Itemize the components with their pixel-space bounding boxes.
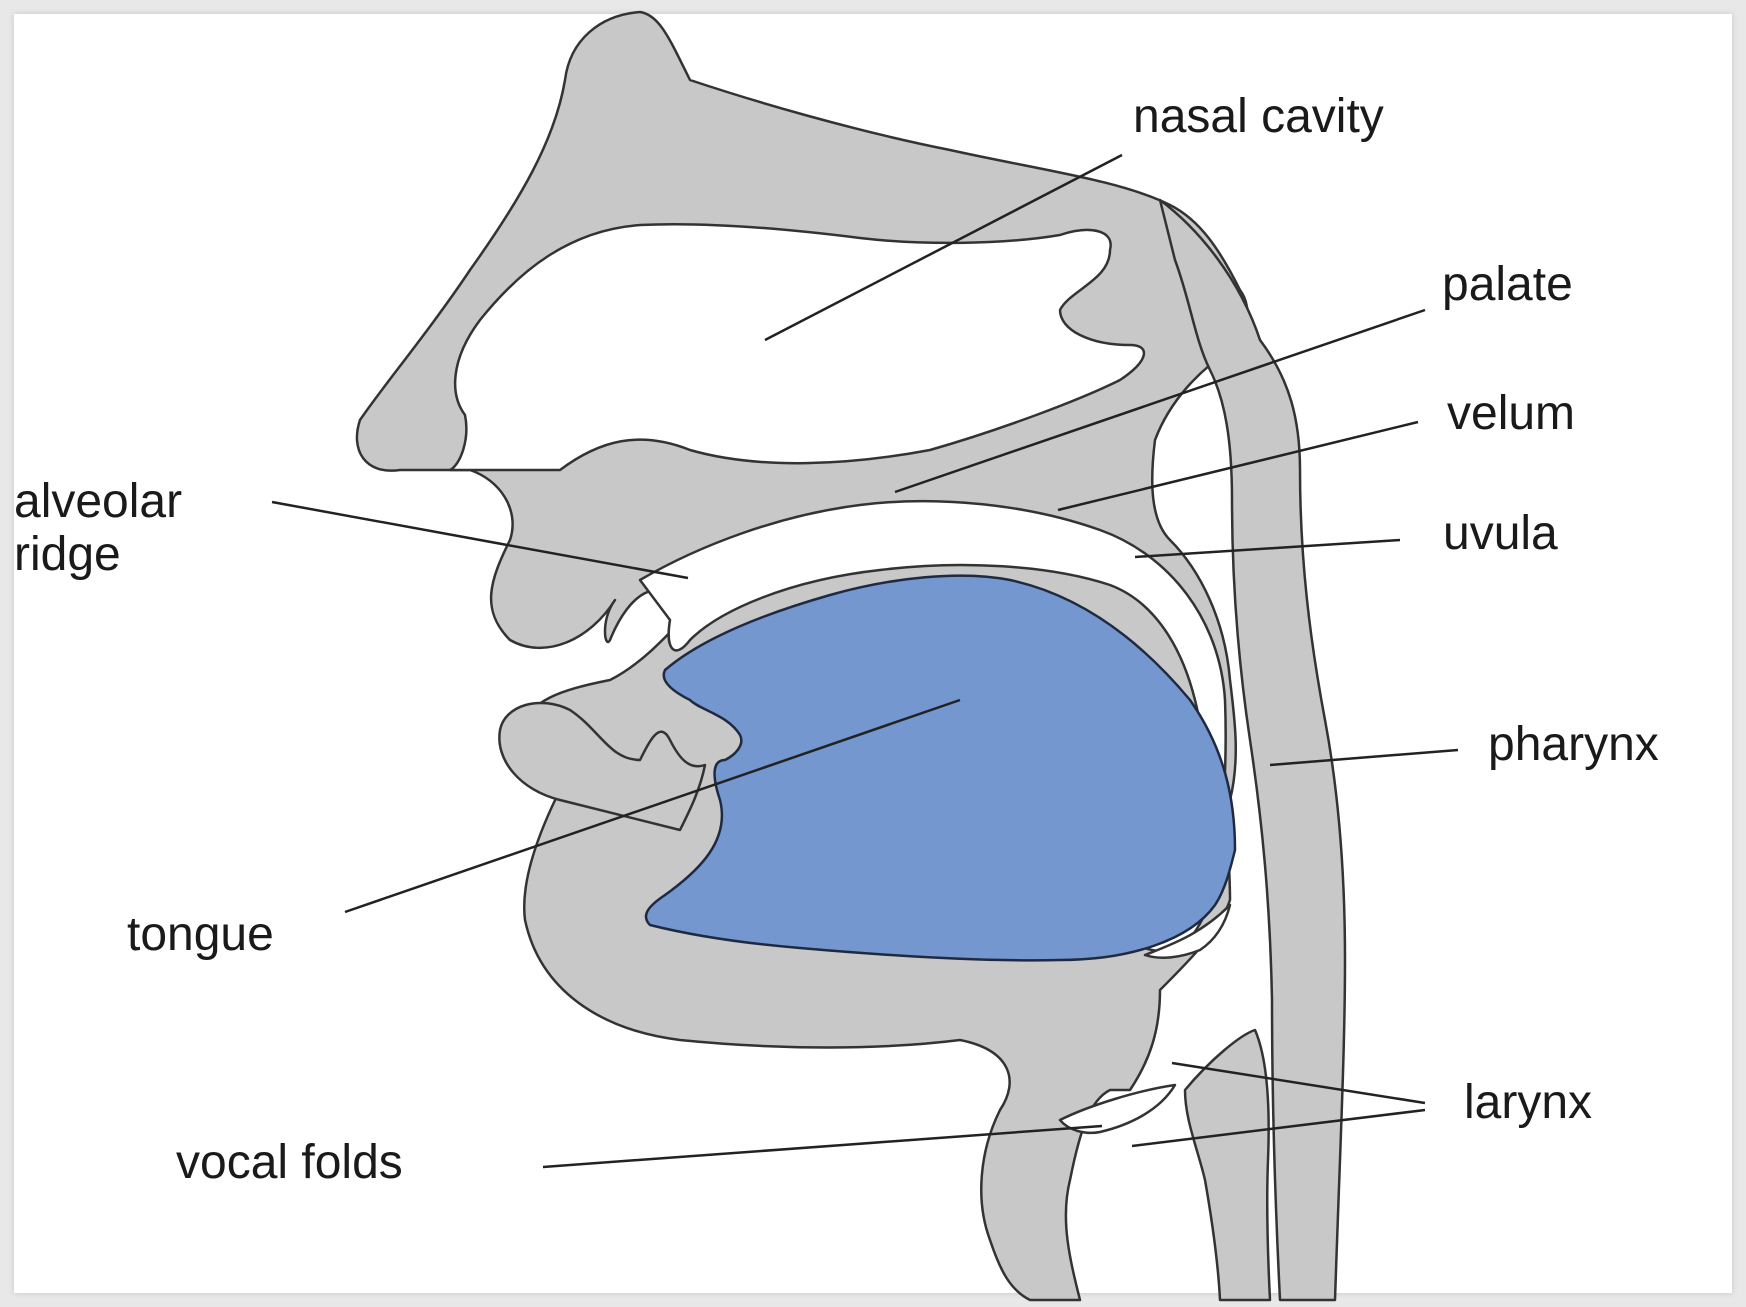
- label-vocal-folds: vocal folds: [176, 1136, 403, 1189]
- label-palate: palate: [1442, 258, 1573, 311]
- label-tongue: tongue: [127, 908, 274, 961]
- label-nasal-cavity: nasal cavity: [1133, 90, 1384, 143]
- label-ridge: ridge: [14, 528, 121, 581]
- label-uvula: uvula: [1443, 507, 1558, 560]
- label-alveolar: alveolar: [14, 475, 182, 528]
- larynx-cartilage: [1185, 1030, 1270, 1300]
- label-larynx: larynx: [1464, 1076, 1592, 1129]
- label-velum: velum: [1447, 387, 1575, 440]
- label-pharynx: pharynx: [1488, 718, 1659, 771]
